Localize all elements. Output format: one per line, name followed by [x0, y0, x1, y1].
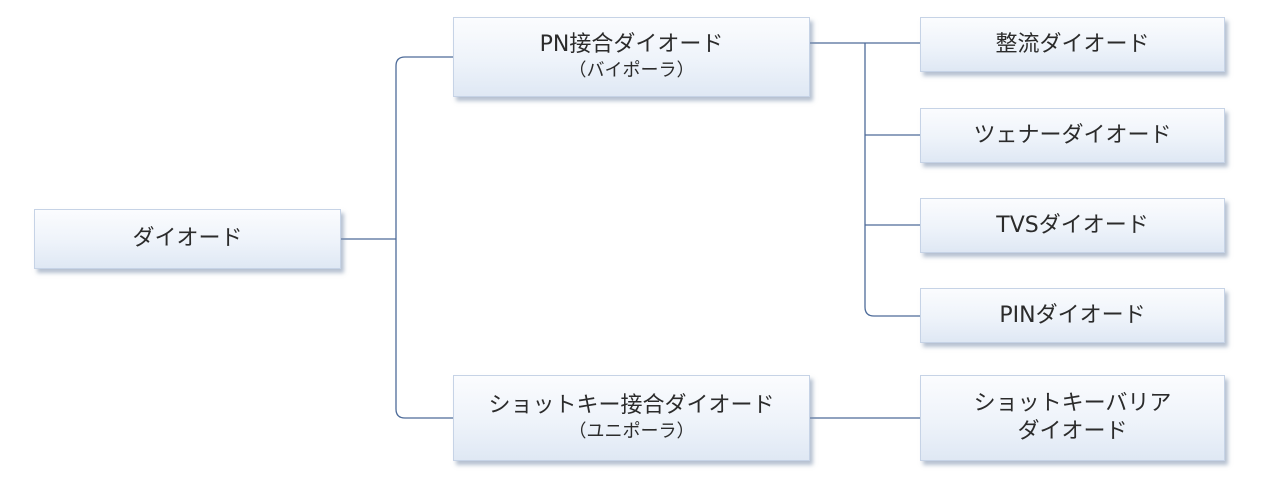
node-pn-junction-label: PN接合ダイオード — [539, 32, 724, 57]
node-diode-label: ダイオード — [132, 226, 243, 251]
node-pin-diode: PINダイオード — [920, 288, 1225, 343]
node-schottky-barrier-diode: ショットキーバリア ダイオード — [920, 375, 1225, 461]
node-diode: ダイオード — [34, 209, 341, 269]
node-schottky-junction-diode: ショットキー接合ダイオード （ユニポーラ） — [453, 375, 810, 461]
node-rectifier-diode: 整流ダイオード — [920, 17, 1225, 72]
node-rectifier-label: 整流ダイオード — [995, 31, 1150, 57]
node-tvs-label: TVSダイオード — [996, 212, 1149, 238]
node-tvs-diode: TVSダイオード — [920, 198, 1225, 253]
node-pn-junction-diode: PN接合ダイオード （バイポーラ） — [453, 17, 810, 97]
node-schottky-junction-sublabel: （ユニポーラ） — [568, 421, 695, 442]
node-sbd-label-line1: ショットキーバリア — [973, 391, 1172, 416]
node-pn-junction-sublabel: （バイポーラ） — [568, 60, 695, 81]
connector-root-to-schottky — [395, 239, 453, 419]
node-sbd-label-line2: ダイオード — [1017, 419, 1128, 444]
connector-root-to-pn — [395, 56, 453, 239]
node-zener-label: ツェナーダイオード — [973, 122, 1172, 148]
node-zener-diode: ツェナーダイオード — [920, 108, 1225, 163]
node-schottky-junction-label: ショットキー接合ダイオード — [488, 393, 775, 418]
node-pin-label: PINダイオード — [999, 302, 1146, 328]
connector-pn-trunk — [864, 43, 920, 317]
